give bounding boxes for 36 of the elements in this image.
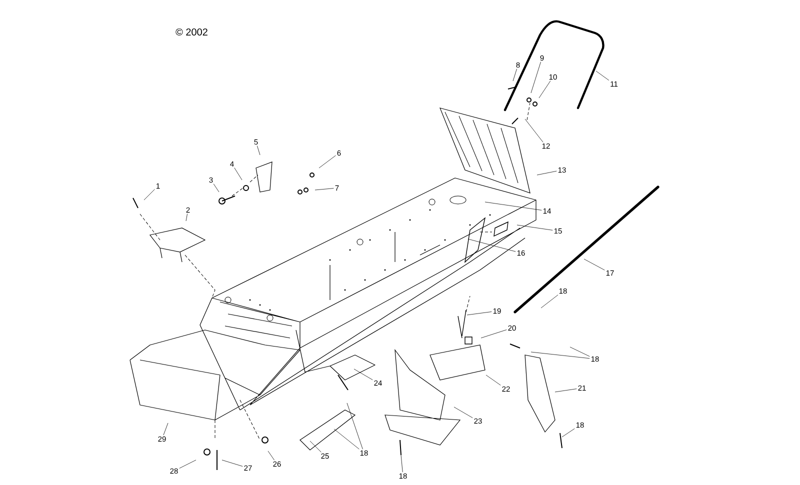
leader-line [570, 346, 590, 357]
leader-line [530, 62, 541, 94]
leader-line [540, 294, 558, 308]
leader-line [538, 80, 551, 98]
leader-line [486, 374, 501, 386]
leader-line [256, 146, 260, 156]
leader-line [524, 118, 544, 142]
leader-line [512, 68, 517, 82]
leader-line [536, 170, 557, 176]
leader-line [480, 330, 507, 338]
leader-line [354, 368, 373, 380]
leader-line [268, 450, 275, 460]
leader-line [466, 312, 492, 316]
leader-line [516, 224, 553, 230]
leader-line [454, 406, 473, 418]
leader-line [186, 214, 188, 222]
leader-line [222, 460, 243, 467]
leader-line [484, 202, 542, 210]
leader-line [584, 258, 605, 270]
leader-line [562, 428, 575, 438]
leader-line [346, 402, 363, 450]
leader-line [400, 454, 403, 472]
leader-line [213, 184, 220, 192]
leader-line [596, 70, 610, 81]
leader-line [554, 388, 577, 392]
leader-line [318, 155, 336, 168]
leader-line [144, 189, 155, 200]
leader-line [530, 352, 590, 359]
leader-line [179, 460, 196, 469]
leader-line [234, 168, 242, 180]
leader-line [314, 188, 334, 190]
leader-line [468, 238, 516, 252]
leader-line [334, 428, 360, 450]
leader-line [310, 440, 322, 452]
leader-line [163, 422, 168, 436]
copyright-note: © 2002 [176, 28, 208, 36]
